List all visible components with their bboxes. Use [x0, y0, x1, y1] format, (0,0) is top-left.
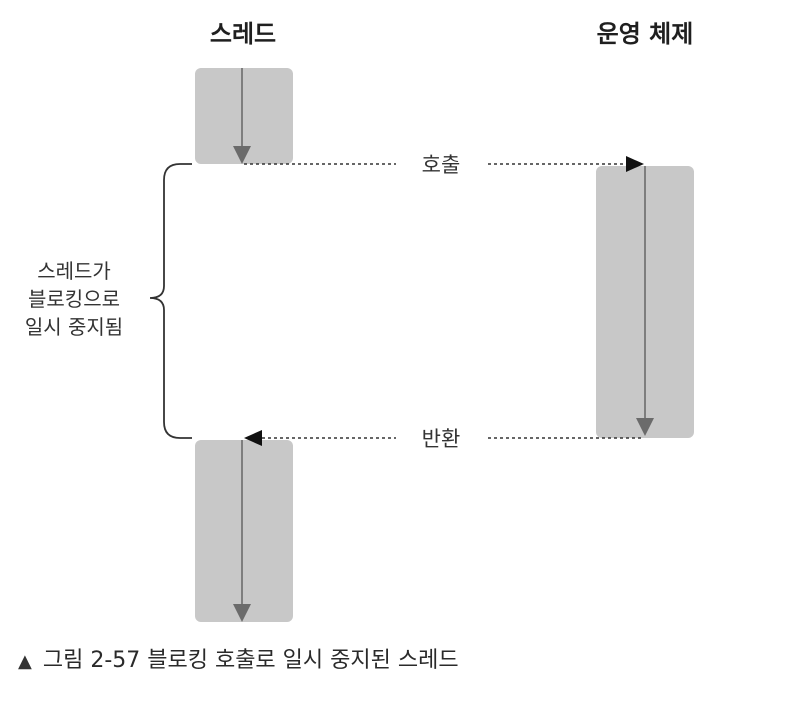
blocked-period-brace: [149, 163, 192, 439]
caption-text: 그림 2-57 블로킹 호출로 일시 중지된 스레드: [42, 648, 459, 673]
thread-timeline-top-arrowhead: [233, 146, 251, 164]
thread-timeline-bottom-arrowhead: [233, 604, 251, 622]
call-arrowhead: [626, 156, 644, 172]
figure-caption: ▲ 그림 2-57 블로킹 호출로 일시 중지된 스레드: [18, 642, 459, 674]
brace-label-line-1: 스레드가: [37, 259, 111, 283]
caption-triangle-icon: ▲: [18, 651, 32, 672]
return-label: 반환: [422, 427, 461, 451]
blocking-call-diagram: 스레드 운영 체제 호출 반환 스레드가 블로킹으로 일시 중지됨: [25, 20, 694, 622]
thread-active-block-bottom: [195, 440, 293, 622]
os-timeline-arrowhead: [636, 418, 654, 436]
thread-active-block-top: [195, 68, 293, 164]
brace-label-line-3: 일시 중지됨: [25, 315, 123, 339]
os-column-title: 운영 체제: [597, 20, 694, 48]
brace-label-line-2: 블로킹으로: [28, 287, 120, 311]
call-label: 호출: [422, 153, 461, 177]
return-arrowhead: [244, 430, 262, 446]
thread-column-title: 스레드: [210, 20, 276, 48]
